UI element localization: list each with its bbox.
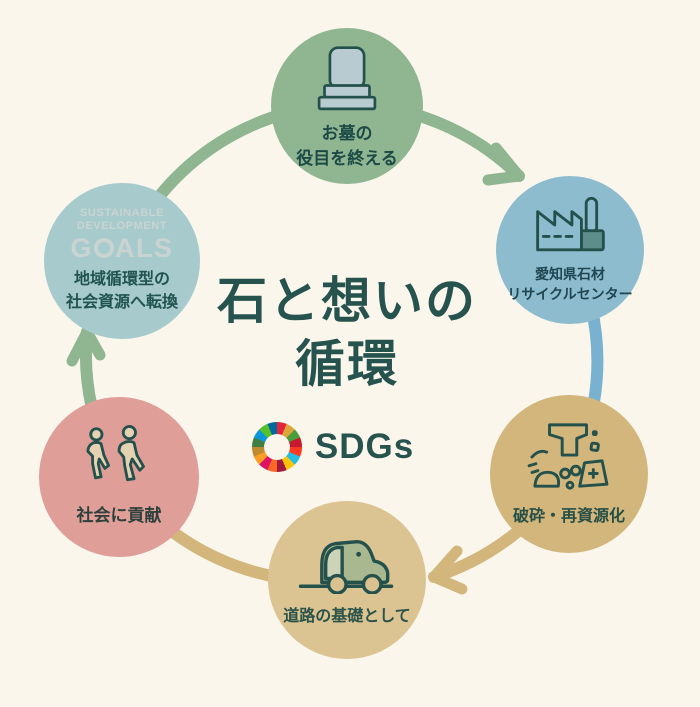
crusher-icon: [526, 420, 612, 497]
ghost-logo-line: SUSTAINABLE: [79, 207, 164, 220]
node-recycle-center: 愛知県石材 リサイクルセンター: [496, 176, 644, 324]
arrowhead-to-road-icon: [428, 545, 468, 595]
sdgs-label: SDGs: [314, 427, 415, 466]
sdgs-logo-row: SDGs: [133, 420, 533, 474]
tombstone-icon: [314, 45, 380, 122]
step-label-line: 破砕・再資源化: [512, 507, 625, 525]
sdgs-wheel-icon: [251, 422, 302, 472]
factory-icon: [530, 196, 610, 259]
page-title: 石と想いの 循環: [97, 270, 597, 396]
truck-icon: [298, 532, 396, 599]
node-society: 社会に貢献: [39, 397, 199, 557]
walking-people-icon: [76, 425, 162, 496]
step-label-line: お墓の: [321, 123, 373, 143]
arrowhead-to-resource-icon: [66, 326, 106, 367]
title-line-1: 石と想いの: [217, 273, 477, 329]
title-line-2: 循環: [295, 336, 399, 392]
node-end-of-grave: お墓の 役目を終える: [271, 28, 423, 184]
node-road-base: 道路の基礎として: [268, 501, 426, 659]
node-crushing: 破砕・再資源化: [490, 395, 648, 553]
step-label-line: 社会に貢献: [76, 506, 162, 526]
step-label-line: リサイクルセンター: [507, 286, 633, 302]
step-label-line: 社会資源へ転換: [65, 294, 178, 312]
arrowhead-to-center-icon: [482, 142, 525, 186]
step-label-line: 愛知県石材: [535, 265, 605, 282]
ghost-logo-line: DEVELOPMENT: [76, 219, 168, 232]
step-label-line: 地域循環型の: [73, 271, 170, 289]
step-label-line: 道路の基礎として: [283, 607, 411, 625]
goals-ring-icon: [94, 237, 114, 258]
step-label-line: 役目を終える: [296, 148, 398, 168]
